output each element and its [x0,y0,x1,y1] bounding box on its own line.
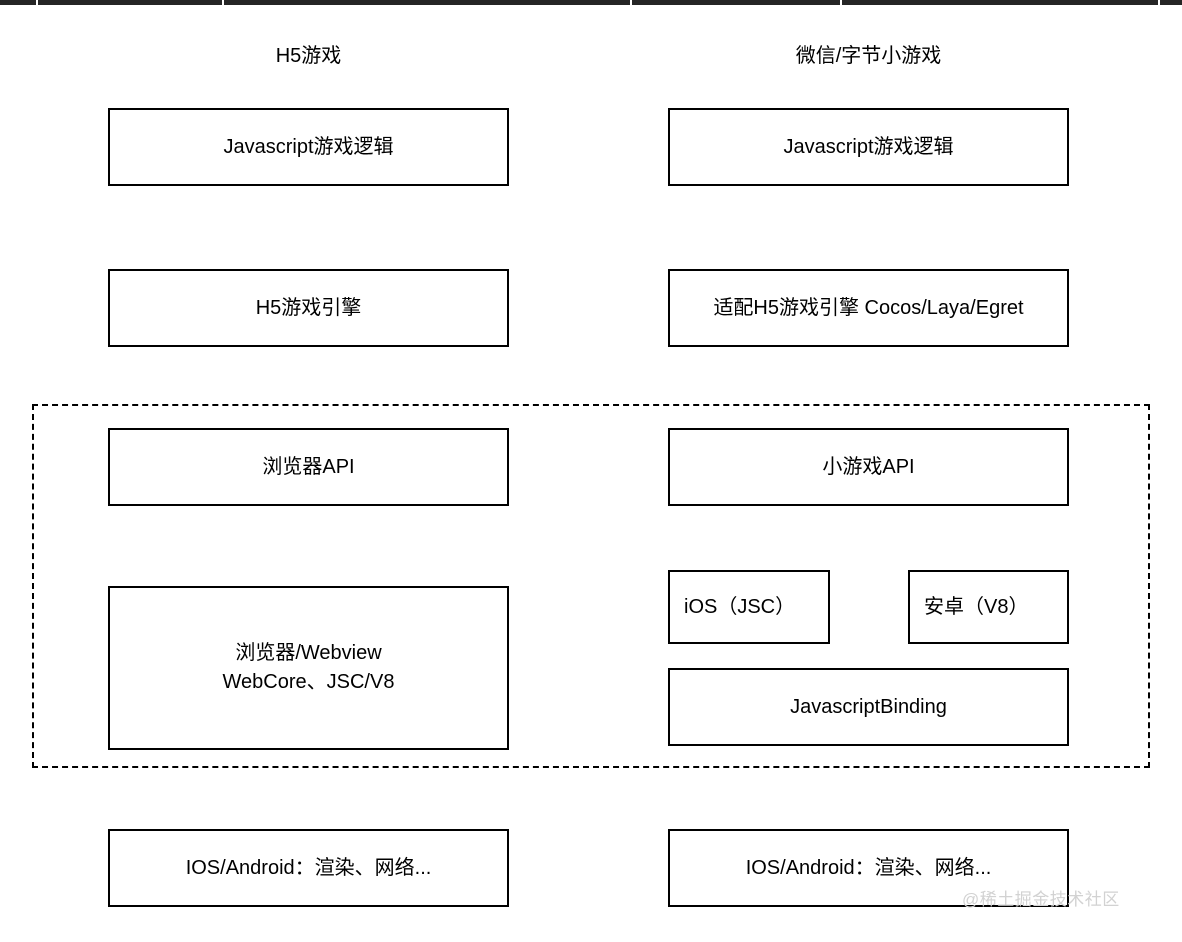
top-strip-tick [222,0,224,5]
node-mini-android-v8: 安卓（V8） [908,570,1069,644]
column-header-mini-game: 微信/字节小游戏 [795,45,942,67]
top-strip-tick [1158,0,1160,5]
runtime-layer-dashed-group [32,404,1150,768]
node-h5-javascript-game-logic: Javascript游戏逻辑 [108,108,509,186]
node-label: 适配H5游戏引擎 Cocos/Laya/Egret [713,296,1024,319]
top-decorative-strip [0,0,1182,5]
node-label: JavascriptBinding [790,695,947,718]
node-label: Javascript游戏逻辑 [223,135,394,158]
node-label: 浏览器/Webview WebCore、JSC/V8 [222,642,395,693]
node-label: 安卓（V8） [924,595,1029,618]
top-strip-tick [840,0,842,5]
column-header-h5: H5游戏 [275,45,342,67]
node-mini-javascript-binding: JavascriptBinding [668,668,1069,746]
node-h5-browser-webview: 浏览器/Webview WebCore、JSC/V8 [108,586,509,750]
node-label: Javascript游戏逻辑 [783,135,954,158]
node-h5-os-layer: IOS/Android：渲染、网络... [108,829,509,907]
top-strip-tick [36,0,38,5]
node-h5-browser-api: 浏览器API [108,428,509,506]
node-mini-game-api: 小游戏API [668,428,1069,506]
watermark: @稀土掘金技术社区 [962,890,1120,909]
node-label: IOS/Android：渲染、网络... [745,856,992,879]
node-mini-javascript-game-logic: Javascript游戏逻辑 [668,108,1069,186]
node-mini-adapted-h5-engine: 适配H5游戏引擎 Cocos/Laya/Egret [668,269,1069,347]
node-mini-ios-jsc: iOS（JSC） [668,570,830,644]
node-mini-os-layer: IOS/Android：渲染、网络... [668,829,1069,907]
node-h5-game-engine: H5游戏引擎 [108,269,509,347]
node-label: 小游戏API [822,455,915,478]
node-label: IOS/Android：渲染、网络... [185,856,432,879]
top-strip-tick [630,0,632,5]
node-label: H5游戏引擎 [255,296,362,319]
node-label: iOS（JSC） [684,595,796,618]
node-label: 浏览器API [262,455,355,478]
